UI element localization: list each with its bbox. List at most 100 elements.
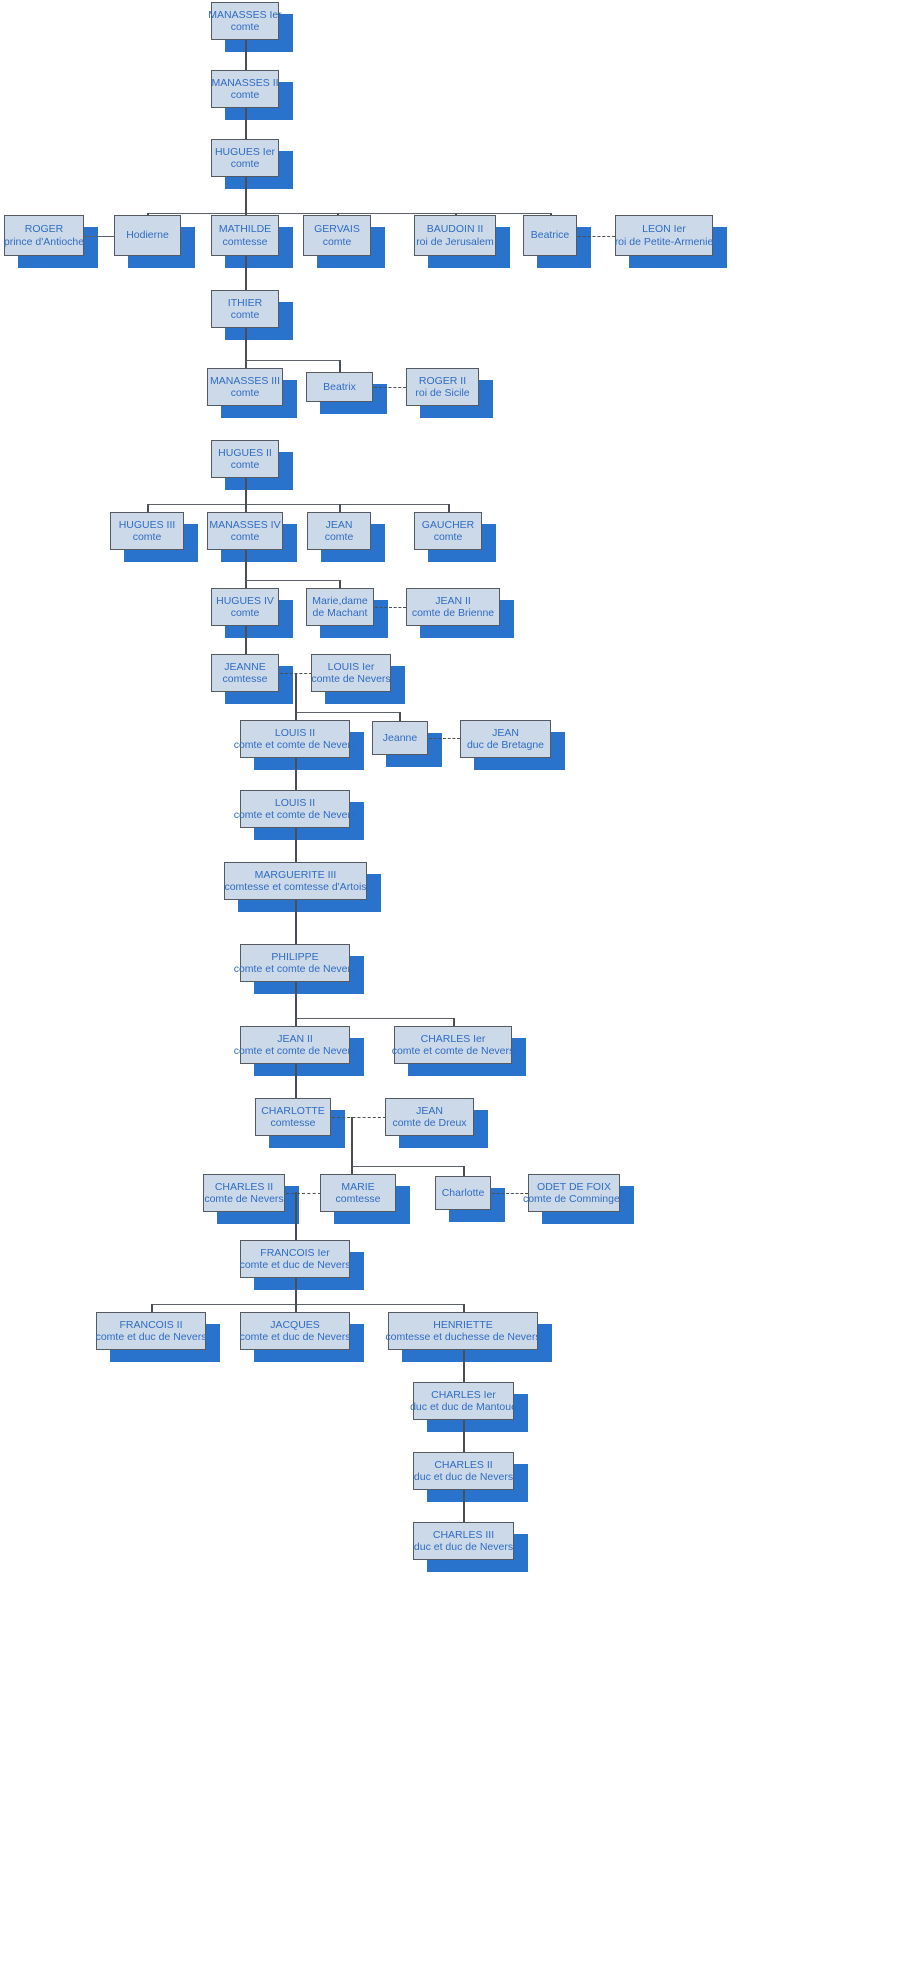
node-name: CHARLES Ier: [431, 1388, 496, 1401]
marriage-link-jeanne-louis1: [280, 673, 312, 674]
node-title: comte et duc de Nevers: [95, 1331, 207, 1343]
node-charlotte_s[interactable]: Charlotte: [435, 1176, 491, 1210]
node-name: GAUCHER: [421, 518, 475, 531]
node-hodierne[interactable]: Hodierne: [114, 215, 181, 256]
connector-hugues2-children-bar: [147, 504, 449, 506]
node-title: comtesse: [270, 1117, 316, 1129]
connector-drop-jean2nev: [295, 1018, 297, 1026]
marriage-link-charlotte-jeandreux: [332, 1117, 386, 1118]
connector-couple1-down: [295, 673, 297, 712]
node-title: comte et duc de Nevers: [239, 1331, 351, 1343]
connector-couple2-down: [351, 1117, 353, 1166]
node-title: comte et comte de Nevers: [233, 1045, 357, 1057]
node-name: ROGER: [24, 223, 64, 235]
node-title: comte: [230, 89, 260, 101]
node-beatrice[interactable]: Beatrice: [523, 215, 577, 256]
connector-charles1m-to-charles2m: [463, 1420, 465, 1452]
connector-drop-hugues3: [147, 504, 149, 512]
node-name: HENRIETTE: [433, 1318, 493, 1331]
node-beatrix[interactable]: Beatrix: [306, 372, 373, 402]
node-title: prince d'Antioche: [3, 235, 85, 248]
node-jeanne_s[interactable]: Jeanne: [372, 721, 428, 755]
connector-drop-jean: [339, 504, 341, 512]
node-label-group: Beatrix: [323, 381, 356, 394]
connector-drop-manasses3: [245, 360, 247, 368]
connector-drop-mathilde: [245, 213, 247, 215]
connector-mathilde-to-ithier: [245, 256, 247, 290]
node-title: comte: [230, 531, 260, 543]
node-label-group: Charlotte: [442, 1187, 485, 1200]
marriage-link-beatrice-leon1: [578, 236, 615, 237]
node-name: LOUIS II: [274, 796, 316, 809]
connector-hugues1-children-bar: [147, 213, 551, 215]
connector-drop-henriette: [463, 1304, 465, 1312]
connector-drop-marie-c: [351, 1166, 353, 1174]
node-name: HUGUES Ier: [214, 145, 276, 158]
connector-drop-marie-mach: [339, 580, 341, 588]
node-name: HUGUES II: [218, 446, 272, 459]
node-name: JEAN II: [277, 1032, 313, 1045]
node-title: comte: [230, 21, 260, 33]
node-title: duc et duc de Nevers: [413, 1541, 514, 1553]
node-name: MANASSES III: [209, 374, 281, 387]
node-name: FRANCOIS II: [119, 1318, 183, 1331]
node-title: comte et comte de Nevers: [233, 809, 357, 821]
connector-marg-to-philippe: [295, 900, 297, 944]
connector-manasses1-to-manasses2: [245, 40, 247, 70]
